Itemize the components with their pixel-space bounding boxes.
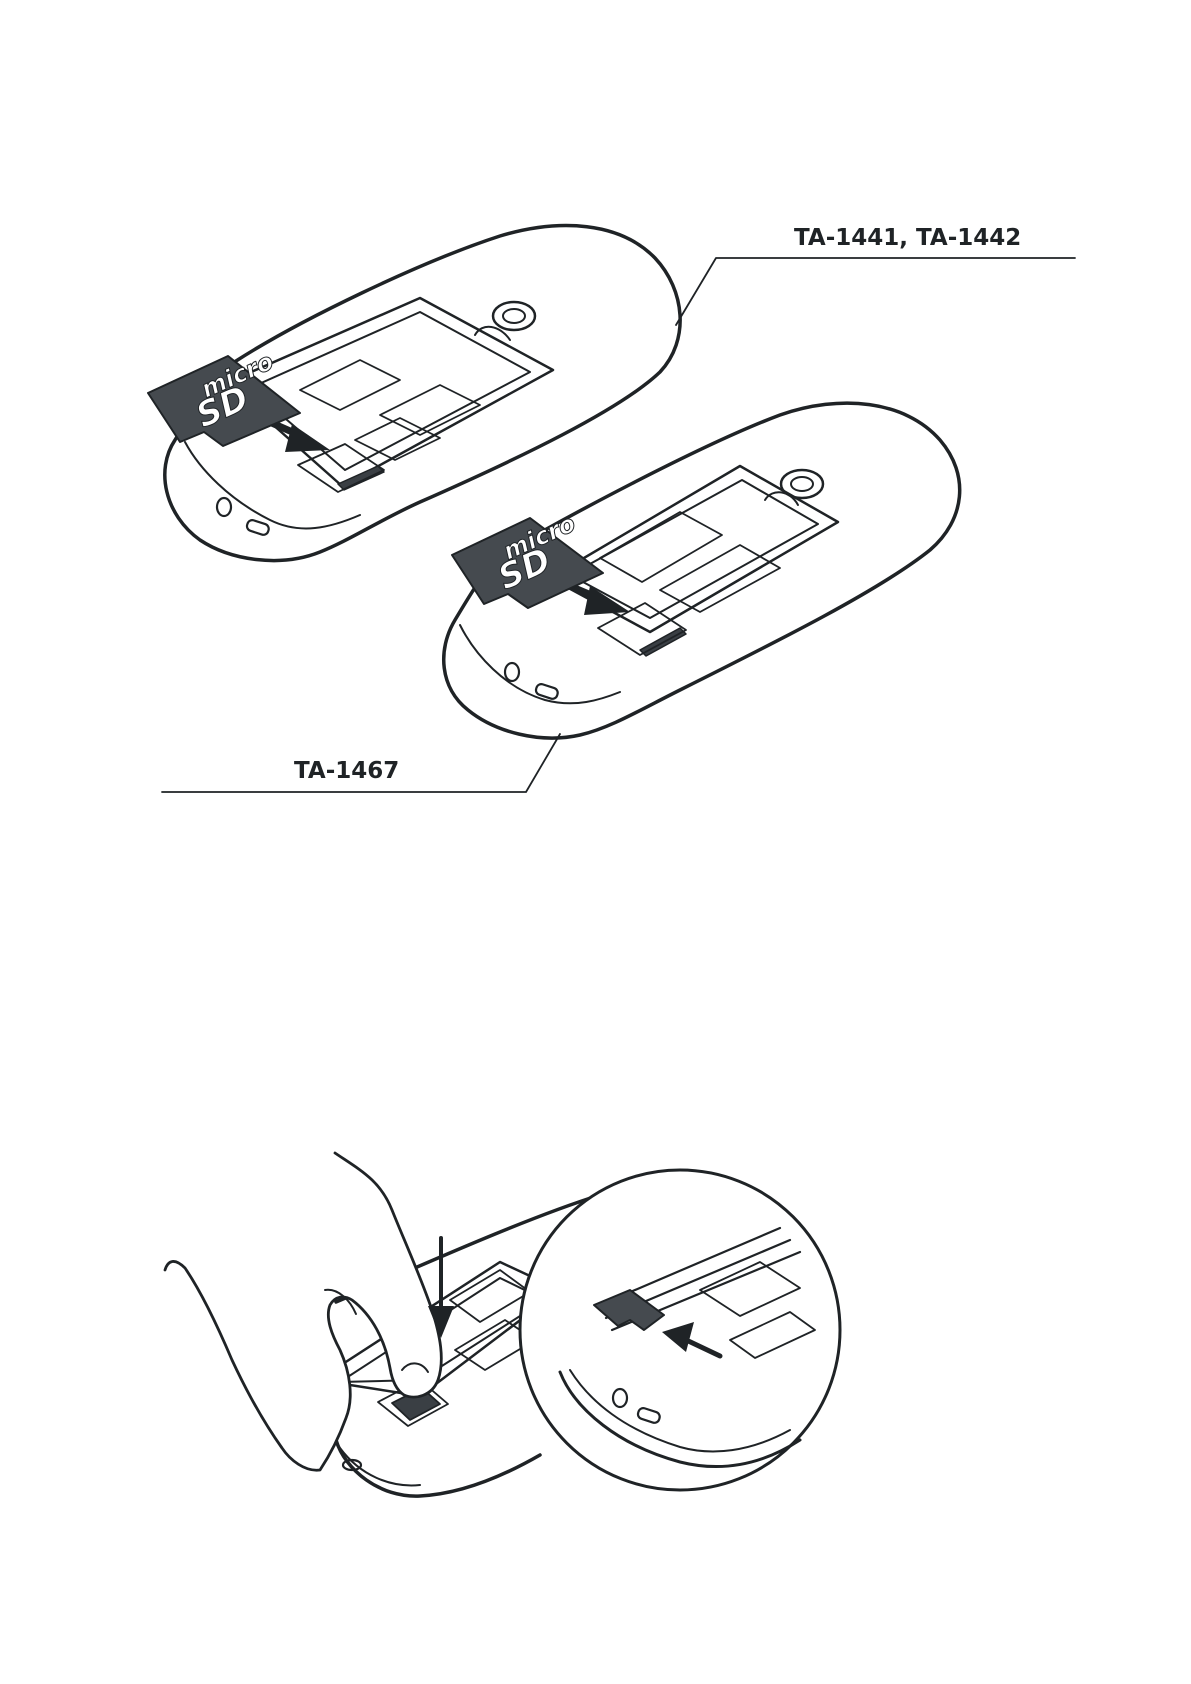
phone-body-rim xyxy=(460,625,620,703)
bottom-figure xyxy=(165,1153,840,1496)
camera-lens-inner xyxy=(791,477,813,491)
microphone-hole xyxy=(505,663,519,681)
callout-label-lower: TA-1467 xyxy=(294,758,399,784)
callout-label-upper: TA-1441, TA-1442 xyxy=(794,225,1021,251)
callout-line-upper xyxy=(676,258,1075,325)
sim-slot-1 xyxy=(300,360,400,410)
charging-port xyxy=(246,519,270,536)
sim-slot-1 xyxy=(450,1270,530,1322)
sim-slot-2 xyxy=(380,385,480,435)
sim-slot-1 xyxy=(600,512,722,582)
hand-illustration xyxy=(165,1153,441,1470)
microphone-hole xyxy=(217,498,231,516)
top-figure: micro SD micro SD xyxy=(148,226,1075,792)
insert-arrow-head xyxy=(584,586,630,615)
insert-arrow-head xyxy=(285,424,330,452)
camera-lens-inner xyxy=(503,309,525,323)
camera-lens-outer xyxy=(493,302,535,330)
phone-body-rim xyxy=(185,442,360,528)
